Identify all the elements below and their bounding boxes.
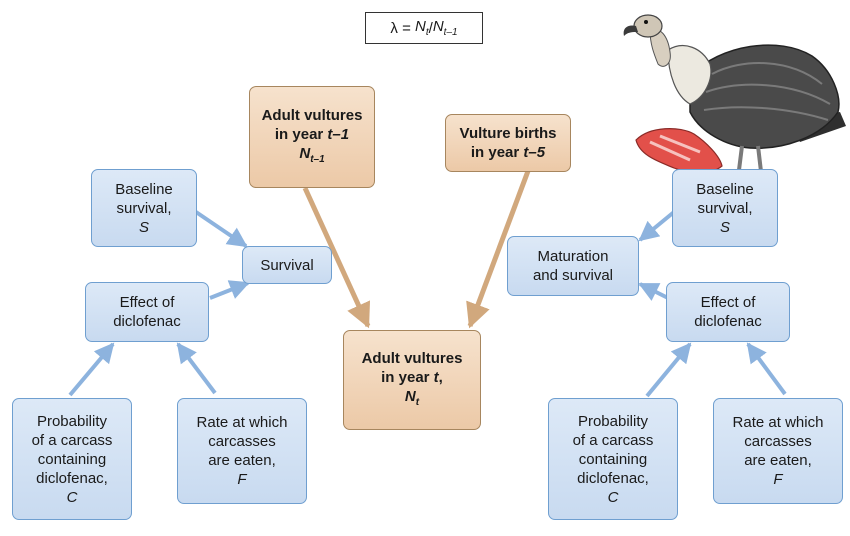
- node-var: N: [404, 387, 416, 405]
- node-line: Rate at which: [732, 414, 824, 431]
- node-line: survival,: [116, 199, 172, 217]
- arrow-births-to-adult-now: [466, 170, 531, 329]
- node-line: Rate at which: [196, 414, 288, 431]
- node-line: diclofenac: [113, 313, 181, 330]
- equals-sign: =: [402, 19, 411, 37]
- node-line: in year t–1: [262, 125, 363, 144]
- node-right-rate: Rate at which carcasses are eaten, F: [713, 398, 843, 504]
- node-var: t–1: [327, 125, 350, 143]
- node-line: of a carcass: [31, 431, 113, 449]
- arrow-right-baseline-to-maturation: [638, 210, 676, 242]
- node-var: N: [299, 144, 311, 162]
- node-line: in year t–5: [460, 143, 557, 162]
- node-adult-vultures-prev: Adult vultures in year t–1 Nt–1: [249, 86, 375, 188]
- node-line: Effect of: [119, 294, 175, 311]
- arrow-left-probability-to-effect: [68, 342, 115, 397]
- node-sub: t: [415, 396, 420, 408]
- lambda-symbol: λ: [390, 19, 398, 37]
- node-line: Maturation: [537, 248, 609, 265]
- node-right-probability: Probability of a carcass containing dicl…: [548, 398, 678, 520]
- node-line: Effect of: [700, 294, 756, 311]
- node-right-maturation-survival: Maturation and survival: [507, 236, 639, 296]
- numerator-sub: t: [425, 27, 429, 38]
- denominator-n: N: [432, 18, 444, 35]
- node-var: F: [237, 471, 247, 488]
- node-adult-vultures-now: Adult vultures in year t, Nt: [343, 330, 481, 430]
- node-var: t–5: [523, 144, 546, 161]
- denominator-sub: t–1: [443, 27, 458, 38]
- node-var: S: [138, 218, 149, 236]
- node-left-survival: Survival: [242, 246, 332, 284]
- arrow-left-effect-to-survival: [209, 280, 250, 300]
- arrow-adult-prev-to-adult-now: [302, 186, 371, 329]
- node-line: carcasses: [208, 433, 276, 450]
- node-line: diclofenac: [694, 313, 762, 330]
- vulture-illustration: [623, 14, 846, 186]
- node-line: Survival: [260, 256, 314, 274]
- lambda-equation: λ = Nt/Nt–1: [365, 12, 483, 44]
- node-line: diclofenac,: [36, 469, 108, 487]
- node-line: Vulture births: [459, 125, 557, 142]
- node-var: C: [66, 488, 78, 506]
- node-var: C: [607, 488, 619, 506]
- node-right-baseline-survival: Baseline survival, S: [672, 169, 778, 247]
- node-sub: t–1: [310, 153, 325, 165]
- node-vulture-births: Vulture births in year t–5: [445, 114, 571, 172]
- arrow-right-probability-to-effect: [645, 342, 692, 398]
- node-line: containing: [37, 450, 107, 468]
- node-line: Baseline: [115, 180, 173, 198]
- arrow-left-baseline-to-survival: [194, 210, 248, 248]
- node-line: Probability: [36, 412, 108, 430]
- numerator-n: N: [415, 18, 426, 35]
- arrow-right-rate-to-effect: [746, 342, 787, 396]
- node-line: carcasses: [744, 433, 812, 450]
- node-line: Adult vultures: [361, 349, 463, 367]
- node-line: containing: [578, 450, 648, 468]
- node-text: ,: [438, 368, 443, 386]
- node-line: Probability: [577, 412, 649, 430]
- node-right-effect-diclofenac: Effect of diclofenac: [666, 282, 790, 342]
- node-line: and survival: [532, 267, 614, 284]
- node-left-baseline-survival: Baseline survival, S: [91, 169, 197, 247]
- node-var: S: [719, 218, 730, 236]
- node-line: Nt: [362, 387, 463, 412]
- node-var: t: [433, 368, 439, 386]
- node-line: diclofenac,: [577, 469, 649, 487]
- node-line: Adult vultures: [261, 106, 363, 124]
- node-line: in year t,: [362, 368, 463, 387]
- node-text: in year: [274, 125, 328, 143]
- arrow-left-rate-to-effect: [176, 342, 217, 395]
- node-line: Nt–1: [262, 144, 363, 169]
- node-var: F: [773, 471, 783, 488]
- node-line: of a carcass: [572, 431, 654, 449]
- node-left-probability: Probability of a carcass containing dicl…: [12, 398, 132, 520]
- equation-slash: /: [428, 19, 433, 37]
- node-line: survival,: [697, 199, 753, 217]
- node-text: in year: [470, 144, 524, 161]
- node-text: in year: [381, 368, 434, 386]
- node-left-effect-diclofenac: Effect of diclofenac: [85, 282, 209, 342]
- node-left-rate: Rate at which carcasses are eaten, F: [177, 398, 307, 504]
- node-line: are eaten,: [208, 452, 276, 469]
- node-line: are eaten,: [744, 452, 812, 469]
- node-line: Baseline: [696, 180, 754, 198]
